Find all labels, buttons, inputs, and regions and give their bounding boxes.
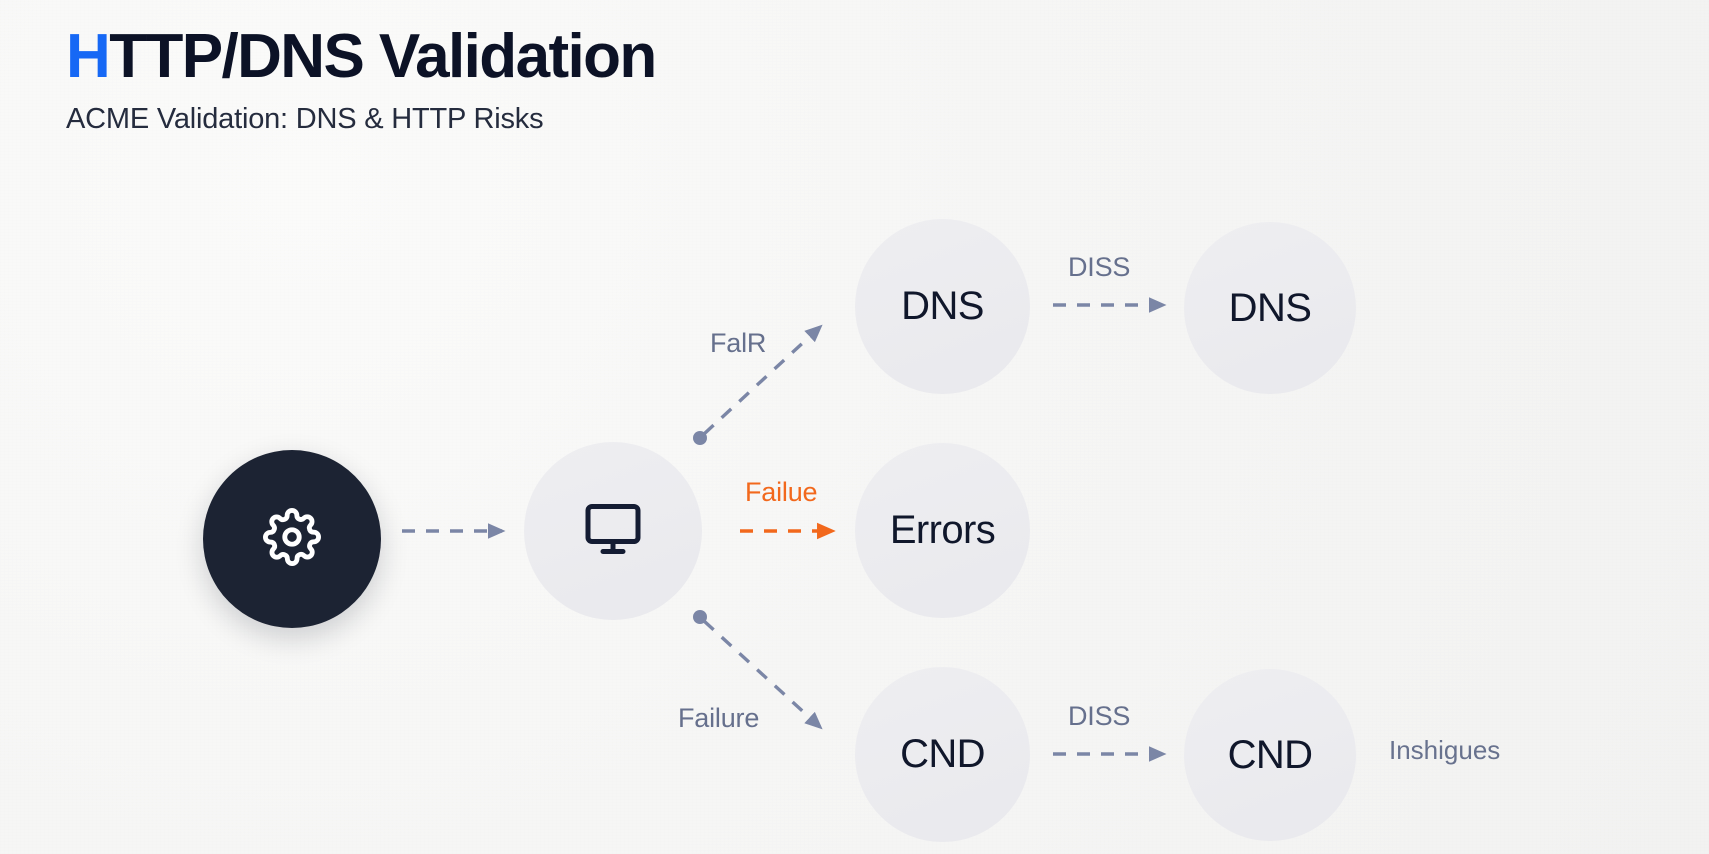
edge-label-falr: FalR [710, 328, 767, 358]
node-monitor[interactable] [524, 442, 702, 620]
edge-label-diss-bottom: DISS [1068, 701, 1131, 731]
node-cnd[interactable]: CND [855, 667, 1030, 842]
node-dns-label: DNS [901, 284, 984, 328]
node-dns-2[interactable]: DNS [1184, 222, 1356, 394]
edge-label-failure: Failure [678, 703, 760, 733]
title-accent-letter: H [66, 22, 111, 91]
node-dns[interactable]: DNS [855, 219, 1030, 394]
node-dns-2-label: DNS [1228, 285, 1312, 330]
node-source[interactable] [203, 450, 381, 628]
edge-label-failue: Failue [745, 477, 818, 507]
node-cnd-2[interactable]: CND [1184, 669, 1356, 841]
title-rest: TTP/DNS Validation [109, 22, 657, 91]
node-errors-label: Errors [889, 508, 996, 552]
slide-header: HTTP/DNS Validation ACME Validation: DNS… [66, 24, 1166, 136]
node-errors[interactable]: Errors [855, 443, 1030, 618]
monitor-icon [583, 499, 643, 564]
gear-icon [263, 507, 321, 571]
edge-label-diss-top: DISS [1068, 252, 1131, 282]
node-cnd-label: CND [900, 732, 985, 776]
node-cnd-2-label: CND [1227, 732, 1313, 777]
annotation-insights: Inshigues [1389, 735, 1501, 765]
page-subtitle: ACME Validation: DNS & HTTP Risks [66, 103, 544, 136]
page-title: HTTP/DNS Validation [66, 24, 1166, 89]
